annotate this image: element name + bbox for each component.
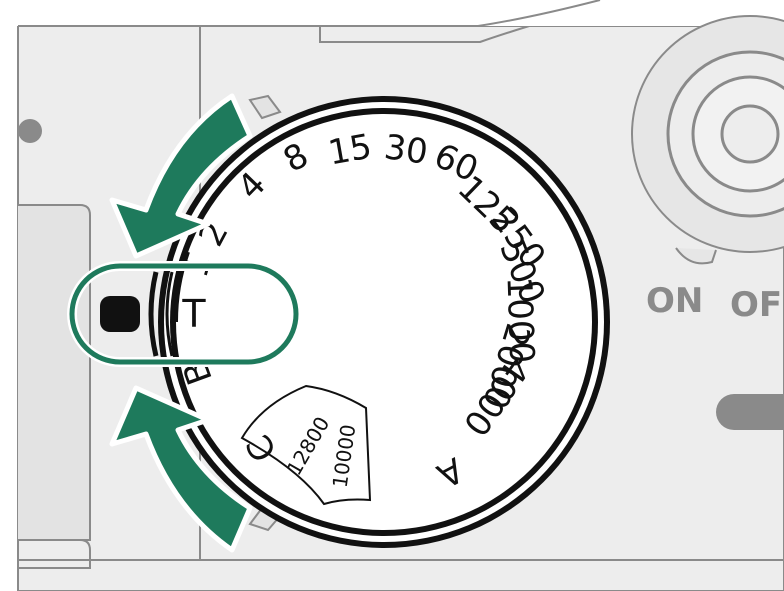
shutter-speed-dial[interactable]: 8 15 30 60 125 250 500 1000 2000 4000 A … bbox=[158, 96, 610, 548]
body-screw bbox=[18, 119, 42, 143]
side-housing-foot bbox=[18, 539, 91, 569]
dial-mount-notch-top bbox=[248, 94, 282, 120]
curved-arrow-up-left-icon bbox=[109, 93, 253, 259]
power-off-label: OFF bbox=[730, 285, 784, 325]
switch-lever bbox=[675, 247, 717, 265]
dial-edge-in-highlight bbox=[148, 271, 159, 357]
lever-slot bbox=[716, 394, 784, 430]
highlight-outline bbox=[69, 263, 299, 365]
dial-grip-edge bbox=[173, 251, 190, 323]
speed-t: T bbox=[181, 292, 206, 336]
c-position-window: C 12800 10000 bbox=[239, 384, 372, 506]
speed-15: 15 bbox=[325, 127, 375, 174]
speed-1000: 1000 bbox=[499, 276, 542, 364]
power-on-label: ON bbox=[646, 281, 703, 321]
speed-30: 30 bbox=[382, 127, 430, 173]
curved-arrow-down-left-icon bbox=[109, 385, 253, 553]
dial-edge-in-highlight-2 bbox=[165, 271, 174, 357]
shutter-button[interactable] bbox=[631, 15, 784, 265]
shutter-release bbox=[720, 104, 780, 164]
index-mark bbox=[100, 296, 140, 332]
t-position-highlight: T bbox=[67, 261, 301, 367]
top-strip bbox=[0, 0, 784, 26]
rotate-cw-arrow bbox=[109, 385, 253, 553]
rotate-ccw-arrow bbox=[109, 93, 253, 259]
top-edge bbox=[18, 0, 601, 27]
side-housing bbox=[18, 204, 91, 541]
c-window-frame bbox=[240, 384, 372, 506]
